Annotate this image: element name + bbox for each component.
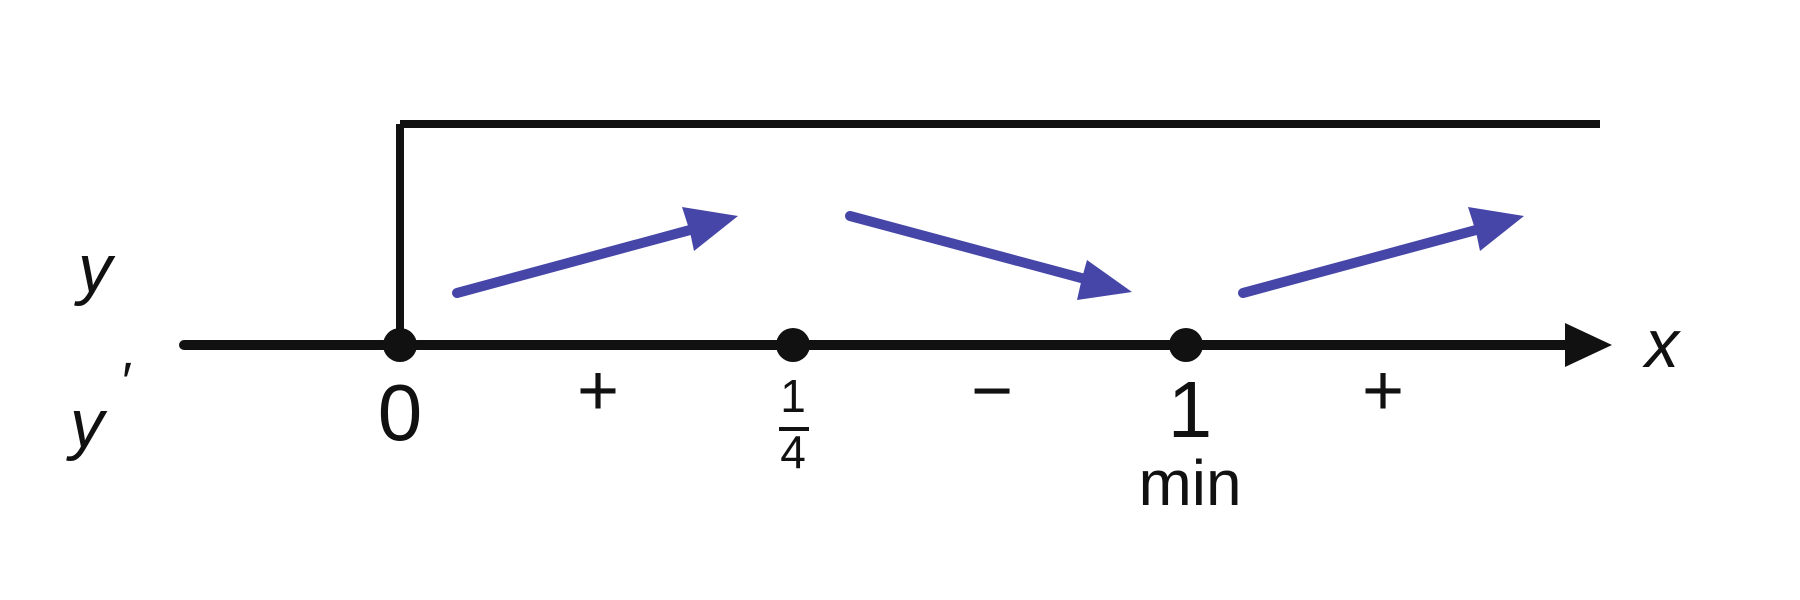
trend-arrow-increasing-2 — [1238, 207, 1524, 298]
critical-point-marker-quarter — [776, 328, 810, 362]
number-line-arrowhead — [1565, 323, 1612, 367]
critical-point-denominator: 4 — [780, 426, 806, 478]
minimum-label: min — [1138, 447, 1241, 519]
critical-point-numerator: 1 — [780, 370, 806, 422]
derivative-prime-mark: ′ — [122, 352, 132, 412]
critical-point-marker-0 — [383, 328, 417, 362]
sign-interval-2: − — [971, 351, 1013, 431]
critical-point-label-0: 0 — [378, 368, 423, 457]
function-row-label: y — [74, 231, 116, 307]
trend-arrow-increasing-1 — [452, 207, 738, 298]
critical-point-label-1: 1 — [1168, 365, 1213, 454]
critical-point-marker-1 — [1169, 328, 1203, 362]
sign-interval-1: + — [577, 351, 619, 431]
trend-arrow-decreasing — [845, 211, 1132, 300]
axis-variable-label: x — [1642, 306, 1681, 382]
sign-interval-3: + — [1362, 351, 1404, 431]
derivative-row-label: y — [66, 386, 108, 462]
